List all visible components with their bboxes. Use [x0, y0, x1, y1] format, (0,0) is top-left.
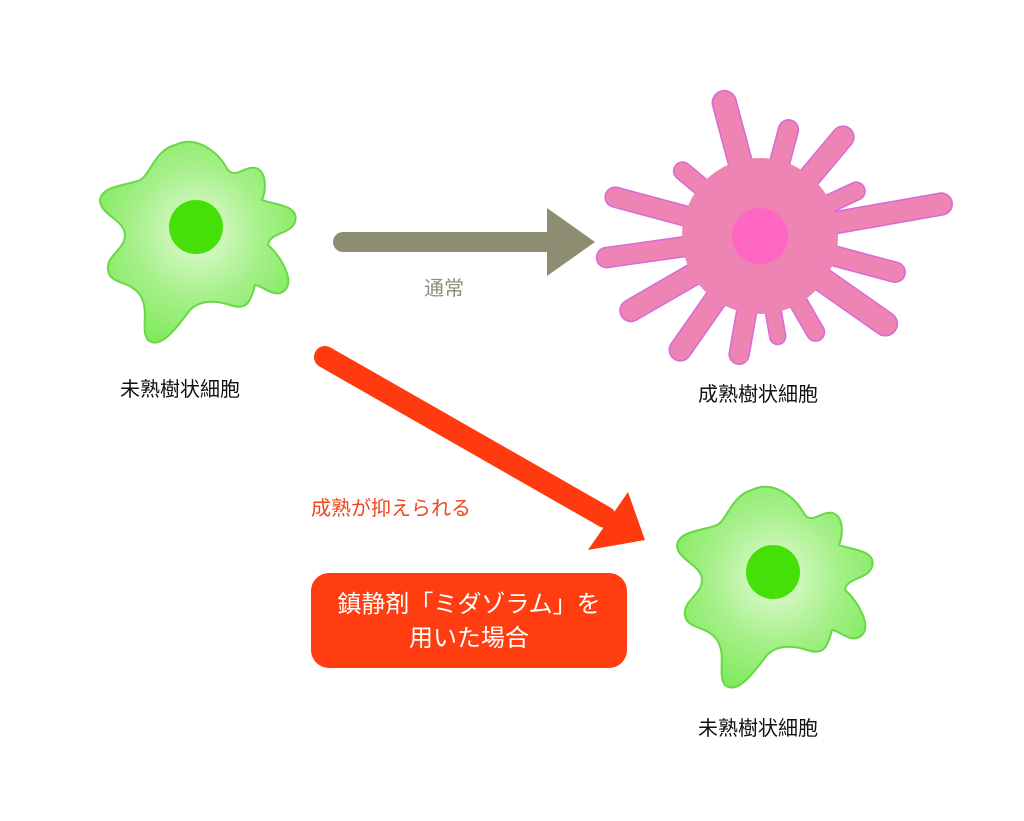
immature-cell-bottom	[676, 485, 874, 689]
label-normal: 通常	[424, 276, 464, 300]
callout-line1: 鎮静剤「ミダゾラム」を	[337, 589, 601, 618]
immature-nucleus	[169, 200, 223, 254]
immature-cell-top	[99, 140, 297, 344]
label-suppressed: 成熟が抑えられる	[311, 496, 471, 520]
immature-nucleus	[746, 545, 800, 599]
mature-cell	[595, 89, 953, 365]
label-immature-cell-bottom: 未熟樹状細胞	[698, 716, 818, 740]
normal-arrow	[333, 208, 595, 276]
label-mature-cell: 成熟樹状細胞	[698, 382, 818, 406]
midazolam-callout: 鎮静剤「ミダゾラム」を 用いた場合	[311, 573, 627, 668]
mature-nucleus	[732, 208, 788, 264]
label-immature-cell-top: 未熟樹状細胞	[120, 377, 240, 401]
suppressed-arrow	[314, 346, 645, 550]
callout-line2: 用いた場合	[409, 623, 529, 652]
